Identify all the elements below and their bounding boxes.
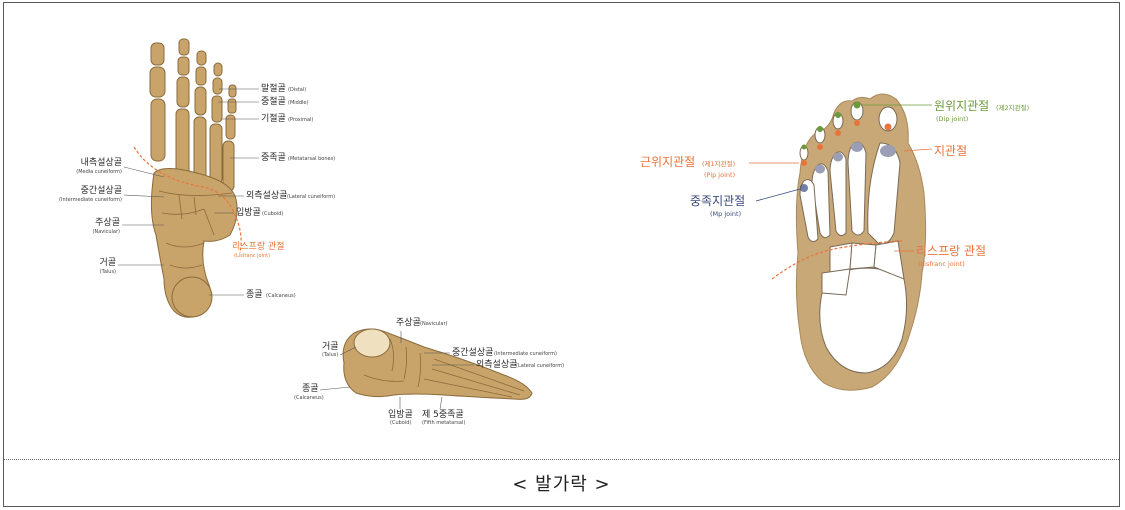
label-lateral-cuneiform-lateral: 외측설상골 xyxy=(476,358,517,370)
svg-text:(Middle): (Middle) xyxy=(288,100,308,106)
figure-area: 말절골 (Distal) 중절골 (Middle) 기절골 (Proximal)… xyxy=(4,3,1119,459)
label-navicular-lateral: 주상골 xyxy=(396,317,421,328)
label-pip-joint: 근위지관절 xyxy=(640,155,695,169)
label-distal: 말절골 xyxy=(261,82,286,94)
svg-text:(Proximal): (Proximal) xyxy=(288,117,313,123)
label-middle: 중절골 xyxy=(261,95,286,107)
svg-text:(제2지관절): (제2지관절) xyxy=(996,103,1029,112)
svg-text:(Talus): (Talus) xyxy=(100,269,116,275)
label-cuboid: 입방골 xyxy=(236,206,261,218)
label-mp-joint: 중족지관절 xyxy=(690,194,745,208)
svg-text:(Mp joint): (Mp joint) xyxy=(710,210,741,218)
svg-text:(Lisfranc joint): (Lisfranc joint) xyxy=(234,253,270,259)
foot-outline-skeleton xyxy=(772,94,926,390)
label-intermediate-cuneiform: 중간설상골 xyxy=(81,185,122,196)
svg-text:(Distal): (Distal) xyxy=(288,87,306,93)
svg-text:(Cuboid): (Cuboid) xyxy=(390,420,411,426)
svg-text:(Media cuneiform): (Media cuneiform) xyxy=(76,169,122,175)
svg-text:(Talus): (Talus) xyxy=(322,352,338,358)
svg-text:(Intermediate cuneiform): (Intermediate cuneiform) xyxy=(59,197,122,203)
label-proximal: 기절골 xyxy=(261,112,286,124)
label-lisfranc-joint-plantar: 리스프랑 관절 xyxy=(916,244,986,258)
svg-text:(Lateral cuneiform): (Lateral cuneiform) xyxy=(516,363,564,369)
label-cuboid-lateral: 입방골 xyxy=(388,408,413,420)
label-lateral-cuneiform: 외측설상골 xyxy=(246,189,287,201)
label-dip-joint: 원위지관절 xyxy=(934,99,989,113)
figure-frame: 말절골 (Distal) 중절골 (Middle) 기절골 (Proximal)… xyxy=(3,2,1120,507)
label-calcaneus: 종골 xyxy=(246,289,263,300)
svg-text:(Fifth metatarsal): (Fifth metatarsal) xyxy=(422,420,465,426)
svg-text:(Navicular): (Navicular) xyxy=(93,229,121,235)
label-calcaneus-lateral: 종골 xyxy=(302,383,319,394)
label-metatarsal: 중족골 xyxy=(261,152,286,163)
svg-text:(Metatarsal bones): (Metatarsal bones) xyxy=(288,156,335,162)
foot-anatomy-illustration: 말절골 (Distal) 중절골 (Middle) 기절골 (Proximal)… xyxy=(4,3,1119,459)
svg-text:(Pip joint): (Pip joint) xyxy=(704,171,735,179)
dorsal-foot-skeleton xyxy=(134,39,241,317)
label-lisfranc-joint: 리스프랑 관절 xyxy=(232,240,285,252)
label-talus-lateral: 거골 xyxy=(322,341,339,352)
svg-text:(제1지관절): (제1지관절) xyxy=(702,159,735,168)
svg-text:(Navicular): (Navicular) xyxy=(420,321,448,327)
svg-text:(Cuboid): (Cuboid) xyxy=(262,211,283,217)
label-toe-joint: 지관절 xyxy=(934,144,967,158)
label-navicular: 주상골 xyxy=(95,217,120,228)
svg-text:(Dip joint): (Dip joint) xyxy=(936,115,968,123)
svg-text:(Lisfranc joint): (Lisfranc joint) xyxy=(918,260,965,268)
svg-text:(Lateral cuneiform): (Lateral cuneiform) xyxy=(287,194,335,200)
label-medial-cuneiform: 내측설상골 xyxy=(81,157,122,168)
svg-text:(Calcaneus): (Calcaneus) xyxy=(266,293,296,299)
svg-text:(Intermediate cuneiform): (Intermediate cuneiform) xyxy=(494,351,557,357)
figure-caption: < 발가락 > xyxy=(4,460,1119,506)
svg-text:(Calcaneus): (Calcaneus) xyxy=(294,395,324,401)
label-fifth-metatarsal: 제 5중족골 xyxy=(422,409,464,420)
label-intermediate-cuneiform-lateral: 중간설상골 xyxy=(452,347,493,358)
label-talus: 거골 xyxy=(99,257,116,268)
